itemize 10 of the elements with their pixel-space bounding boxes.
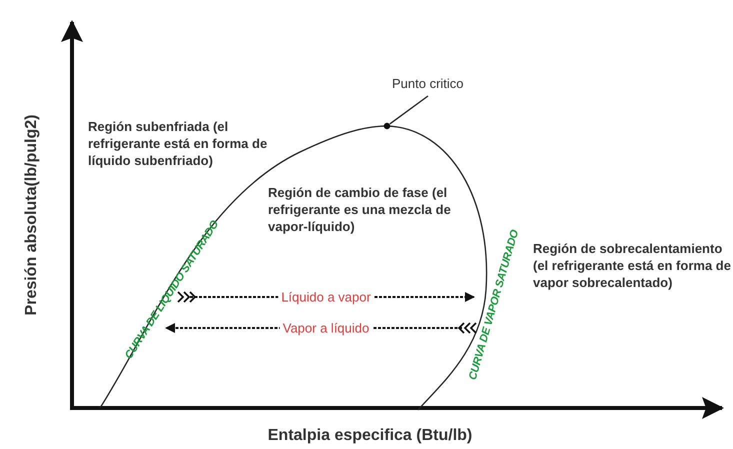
- leader-line: [389, 95, 428, 124]
- axis-title: Presión absoluta(lb/pulg2): [23, 114, 41, 316]
- region-label: Región de cambio de fase (el refrigerante es una mezcla de vapor-líquido): [268, 184, 452, 235]
- critical-point-dot: [384, 122, 390, 130]
- callout-label: Punto critico: [392, 76, 464, 91]
- arrow-label: Vapor a líquido: [280, 320, 372, 336]
- region-label: Región de sobrecalentamiento (el refrigerante está en forma de vapor sobrecalentado): [533, 240, 732, 291]
- region-label: Región subenfriada (el refrigerante está en forma de líquido subenfriado): [88, 118, 268, 169]
- arrow-label: Líquido a vapor: [278, 290, 374, 304]
- axis-title: Entalpia especifica (Btu/lb): [268, 427, 472, 445]
